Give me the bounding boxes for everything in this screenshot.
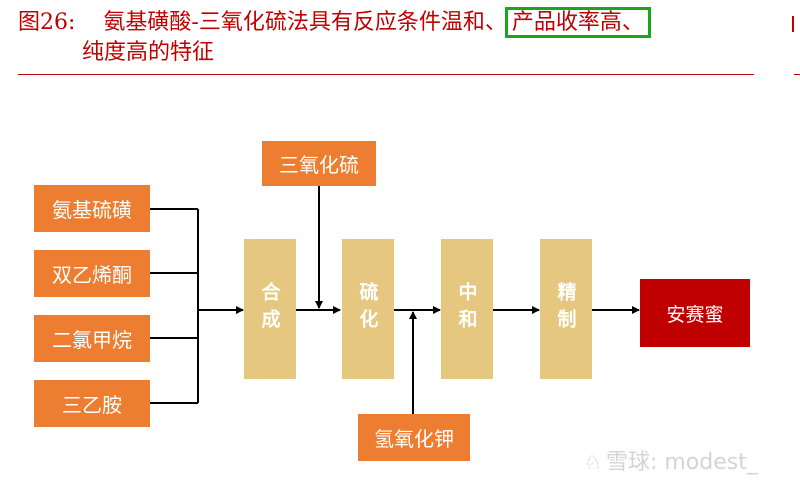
step-box-sulfonation: 硫化 [342, 239, 394, 379]
title-line-1: 图26: 氨基磺酸-三氧化硫法具有反应条件温和、产品收率高、 [18, 7, 651, 38]
reagent-box-bottom: 氢氧化钾 [358, 414, 470, 461]
figure-title: 图26: 氨基磺酸-三氧化硫法具有反应条件温和、产品收率高、 纯度高的特征 [18, 7, 651, 68]
step-box-synthesis: 合成 [244, 239, 296, 379]
watermark-brand: 雪球 [605, 450, 650, 475]
watermark: ♘雪球: modest_ [584, 444, 758, 476]
raw-material-box-1: 氨基硫磺 [34, 185, 150, 232]
watermark-user: : modest_ [649, 450, 758, 475]
step-box-refining: 精制 [540, 239, 592, 379]
reagent-box-top: 三氧化硫 [262, 141, 376, 186]
raw-material-box-3: 二氯甲烷 [34, 315, 150, 362]
raw-material-box-4: 三乙胺 [34, 380, 150, 427]
step-box-neutralization: 中和 [441, 239, 493, 379]
watermark-logo-icon: ♘ [584, 450, 602, 474]
adjacent-panel-rule [794, 74, 800, 75]
title-line-2: 纯度高的特征 [82, 40, 215, 65]
title-highlight: 产品收率高、 [504, 7, 651, 38]
adjacent-panel-mark [792, 16, 800, 32]
figure-number: 图26: [18, 10, 76, 35]
product-box: 安赛蜜 [640, 279, 750, 347]
raw-material-box-2: 双乙烯酮 [34, 250, 150, 297]
title-text-1: 氨基磺酸-三氧化硫法具有反应条件温和、 [103, 10, 507, 35]
title-underline [18, 74, 754, 75]
